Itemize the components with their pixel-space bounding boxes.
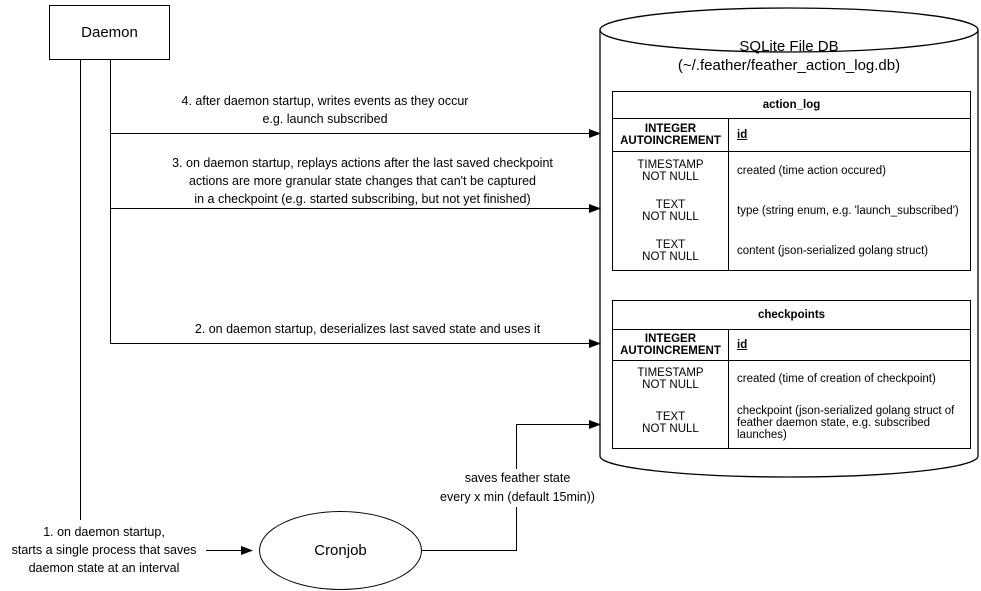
column-name: created (time action occured)	[737, 165, 886, 177]
column-type: TEXT NOT NULL	[613, 397, 729, 448]
db-cylinder-top	[599, 7, 979, 53]
table-checkpoints: checkpoints INTEGER AUTOINCREMENT id TIM…	[612, 300, 971, 449]
action-log-row-created: TIMESTAMP NOT NULL created (time action …	[613, 152, 970, 190]
checkpoints-row-created: TIMESTAMP NOT NULL created (time of crea…	[613, 361, 970, 397]
checkpoints-row-id: INTEGER AUTOINCREMENT id	[613, 330, 970, 361]
cronjob-label: Cronjob	[314, 542, 367, 559]
column-name: id	[737, 339, 748, 351]
column-type: TIMESTAMP NOT NULL	[613, 361, 729, 397]
daemon-node: Daemon	[49, 5, 170, 60]
column-name: created (time of creation of checkpoint)	[737, 373, 936, 385]
annotation-cron-interval: saves feather state every x min (default…	[415, 469, 620, 507]
action-log-row-content: TEXT NOT NULL content (json-serialized g…	[613, 232, 970, 270]
column-name: id	[737, 129, 748, 141]
action-log-row-type: TEXT NOT NULL type (string enum, e.g. 'l…	[613, 190, 970, 232]
action-log-row-id: INTEGER AUTOINCREMENT id	[613, 119, 970, 152]
db-subtitle-line: (~/.feather/feather_action_log.db)	[677, 57, 901, 74]
table-checkpoints-title: checkpoints	[613, 301, 970, 330]
annotation-step3: 3. on daemon startup, replays actions af…	[172, 156, 553, 206]
db-title: SQLite File DB (~/.feather/feather_actio…	[600, 37, 978, 75]
column-type: TEXT NOT NULL	[613, 232, 729, 270]
annotation-step1: 1. on daemon startup, starts a single pr…	[11, 525, 197, 575]
annotation-step4: 4. after daemon startup, writes events a…	[181, 94, 469, 126]
column-type: TIMESTAMP NOT NULL	[613, 152, 729, 190]
table-action-log: action_log INTEGER AUTOINCREMENT id TIME…	[612, 91, 971, 271]
table-action-log-title: action_log	[613, 92, 970, 119]
column-type: TEXT NOT NULL	[613, 190, 729, 232]
annotation-step2: 2. on daemon startup, deserializes last …	[194, 322, 541, 336]
checkpoints-row-checkpoint: TEXT NOT NULL checkpoint (json-serialize…	[613, 397, 970, 448]
column-name: content (json-serialized golang struct)	[737, 245, 929, 257]
column-name: type (string enum, e.g. 'launch_subscrib…	[737, 205, 959, 217]
daemon-label: Daemon	[81, 24, 138, 41]
column-type: INTEGER AUTOINCREMENT	[613, 330, 729, 360]
column-name: checkpoint (json-serialized golang struc…	[737, 404, 955, 441]
db-title-line: SQLite File DB	[739, 38, 839, 55]
column-type: INTEGER AUTOINCREMENT	[613, 119, 729, 151]
cronjob-node: Cronjob	[259, 511, 422, 590]
